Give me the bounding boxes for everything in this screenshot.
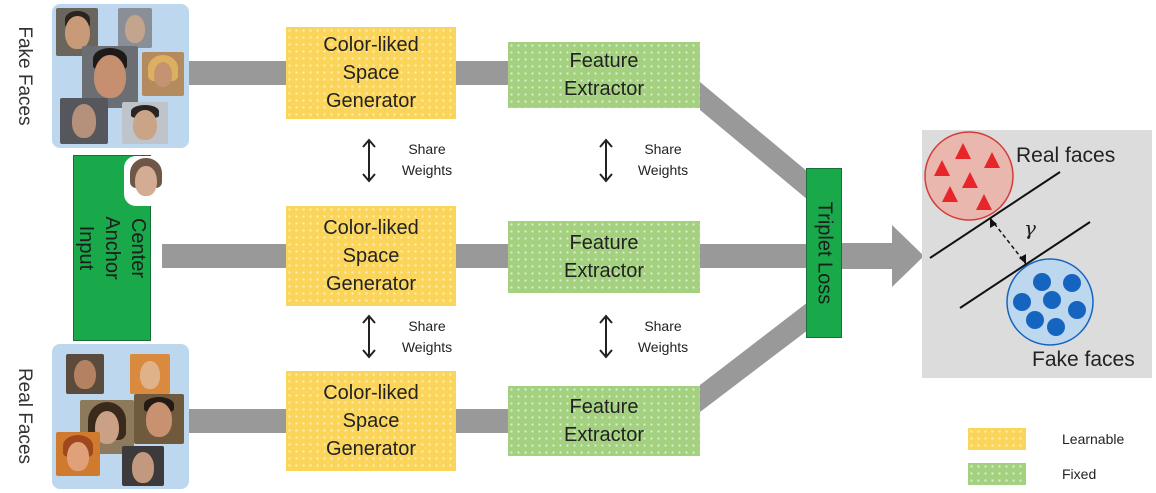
legend-fixed-label: Fixed	[1062, 466, 1097, 482]
share-weights-label: Share Weights	[401, 141, 453, 178]
circle-marker	[1013, 293, 1031, 311]
share-weights-label: Share Weights	[637, 141, 689, 178]
circle-marker	[1063, 274, 1081, 292]
double-arrow-icon	[599, 314, 613, 359]
arrow-anchor-extractor-to-loss	[700, 244, 808, 268]
triangle-marker	[942, 186, 958, 202]
face-thumbnail	[56, 8, 98, 56]
arrow-anchor-to-generator	[162, 244, 288, 268]
face-thumbnail	[66, 354, 104, 394]
generator-fake: Color-liked Space Generator	[286, 27, 456, 119]
face-thumbnail	[118, 8, 152, 48]
triangle-marker	[934, 160, 950, 176]
face-thumbnail	[60, 98, 108, 144]
arrow-real-generator-to-extractor	[454, 409, 510, 433]
margin-arrow-head	[990, 218, 997, 228]
circle-marker	[1026, 311, 1044, 329]
triangle-marker	[962, 172, 978, 188]
legend-learnable-label: Learnable	[1062, 431, 1125, 447]
face-thumbnail	[56, 432, 100, 476]
face-thumbnail	[130, 354, 170, 394]
share-weights-label: Share Weights	[401, 318, 453, 355]
triplet-loss-box: Triplet Loss	[806, 168, 842, 338]
triangle-marker	[984, 152, 1000, 168]
generator-real: Color-liked Space Generator	[286, 371, 456, 471]
center-anchor-input: Center Anchor Input	[73, 155, 151, 341]
face-thumbnail	[122, 446, 164, 486]
fake-cluster-markers	[1013, 273, 1086, 336]
arrow-fake-to-generator	[188, 61, 288, 85]
face-thumbnail	[134, 394, 184, 444]
extractor-real: Feature Extractor	[508, 386, 700, 456]
arrow-loss-to-embedding	[838, 225, 924, 287]
face-thumbnail	[82, 46, 138, 108]
boundary-line-lower	[959, 221, 1091, 309]
legend-learnable-swatch	[968, 428, 1026, 450]
gamma-label: γ	[1024, 216, 1036, 240]
face-thumbnail	[142, 52, 184, 96]
fake-faces-panel	[52, 4, 189, 148]
real-faces-cluster-label: Real faces	[1016, 144, 1116, 167]
extractor-fake: Feature Extractor	[508, 42, 700, 108]
double-arrow-icon	[362, 138, 376, 183]
circle-marker	[1043, 291, 1061, 309]
arrow-real-to-generator	[188, 409, 288, 433]
anchor-face-thumbnail	[124, 156, 168, 206]
margin-arrow-head	[1019, 254, 1026, 264]
face-thumbnail	[80, 400, 134, 454]
extractor-anchor: Feature Extractor	[508, 221, 700, 293]
fake-faces-cluster-label: Fake faces	[1032, 348, 1135, 371]
share-weights-label: Share Weights	[637, 318, 689, 355]
boundary-line-upper	[929, 171, 1061, 259]
circle-marker	[1033, 273, 1051, 291]
real-cluster-markers	[934, 143, 1000, 210]
circle-marker	[1047, 318, 1065, 336]
face-thumbnail	[122, 102, 168, 144]
real-faces-panel	[52, 344, 189, 489]
arrow-real-extractor-to-loss	[700, 302, 808, 412]
double-arrow-icon	[599, 138, 613, 183]
generator-anchor: Color-liked Space Generator	[286, 206, 456, 306]
arrow-fake-generator-to-extractor	[454, 61, 510, 85]
arrow-fake-extractor-to-loss	[700, 82, 808, 200]
double-arrow-icon	[362, 314, 376, 359]
circle-marker	[1068, 301, 1086, 319]
legend-fixed-swatch	[968, 463, 1026, 485]
margin-arrow	[989, 217, 1027, 265]
triangle-marker	[976, 194, 992, 210]
arrow-anchor-generator-to-extractor	[454, 244, 510, 268]
triangle-marker	[955, 143, 971, 159]
